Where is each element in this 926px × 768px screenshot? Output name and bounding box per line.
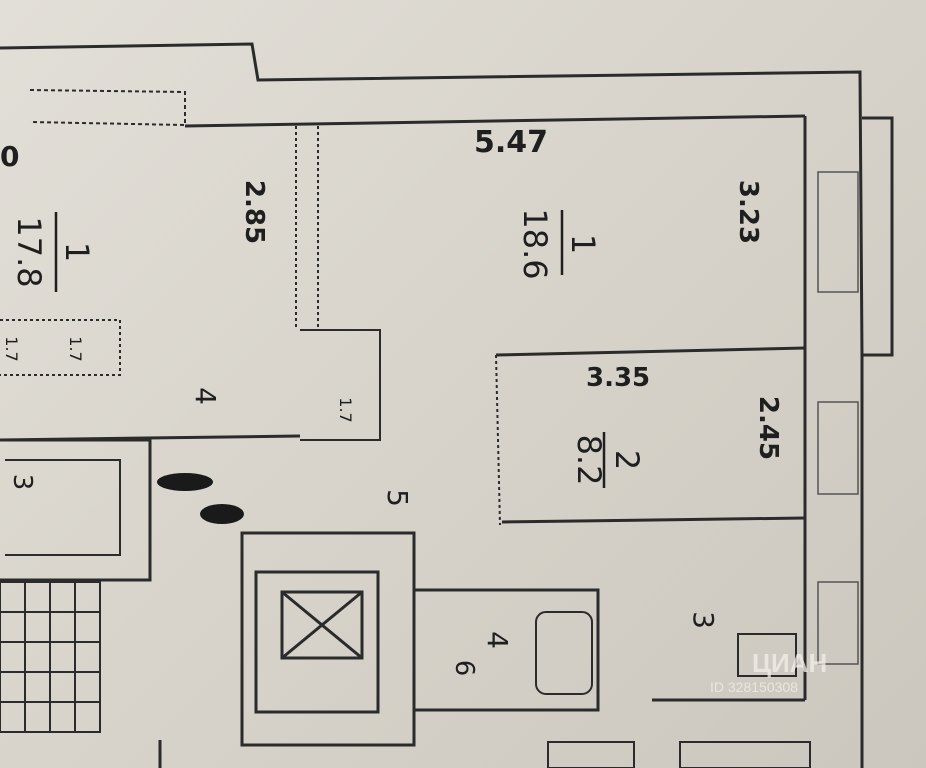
fraction-bars xyxy=(54,210,606,488)
window-frames xyxy=(817,171,859,665)
room-3-left-number: 3 xyxy=(7,474,37,491)
room-4-bath-number: 4 xyxy=(481,631,514,649)
cupboard-label-a: 1.7 xyxy=(66,336,85,361)
room-1-area: 18.6 xyxy=(516,208,554,279)
door-marks xyxy=(157,473,244,524)
dim-left-edge: 0 xyxy=(0,140,19,173)
room-1-left-number: 1 xyxy=(58,242,96,262)
room-4-bath-area: 6 xyxy=(449,660,479,677)
tile-grid xyxy=(0,582,100,732)
dim-right-lower: 2.45 xyxy=(753,396,783,460)
cupboard-label-c: 1.7 xyxy=(336,397,355,422)
room-1-number: 1 xyxy=(564,234,602,254)
room-1-left-area: 17.8 xyxy=(10,216,48,287)
dim-right-upper: 3.23 xyxy=(733,180,763,244)
room-3-right-number: 3 xyxy=(687,611,720,629)
room-2-area: 8.2 xyxy=(570,435,608,486)
watermark-id: ID 328150308 xyxy=(710,679,798,695)
dim-top-width: 5.47 xyxy=(474,125,548,160)
room-4-corridor-number: 4 xyxy=(189,387,222,405)
dim-wardrobe-width: 3.35 xyxy=(586,363,650,393)
cupboard-label-b: 1.7 xyxy=(2,336,21,361)
room-5-number: 5 xyxy=(381,489,414,507)
room-2-number: 2 xyxy=(608,450,646,470)
watermark-brand: ЦИАН xyxy=(752,648,827,678)
dim-left-room-side: 2.85 xyxy=(239,180,269,244)
